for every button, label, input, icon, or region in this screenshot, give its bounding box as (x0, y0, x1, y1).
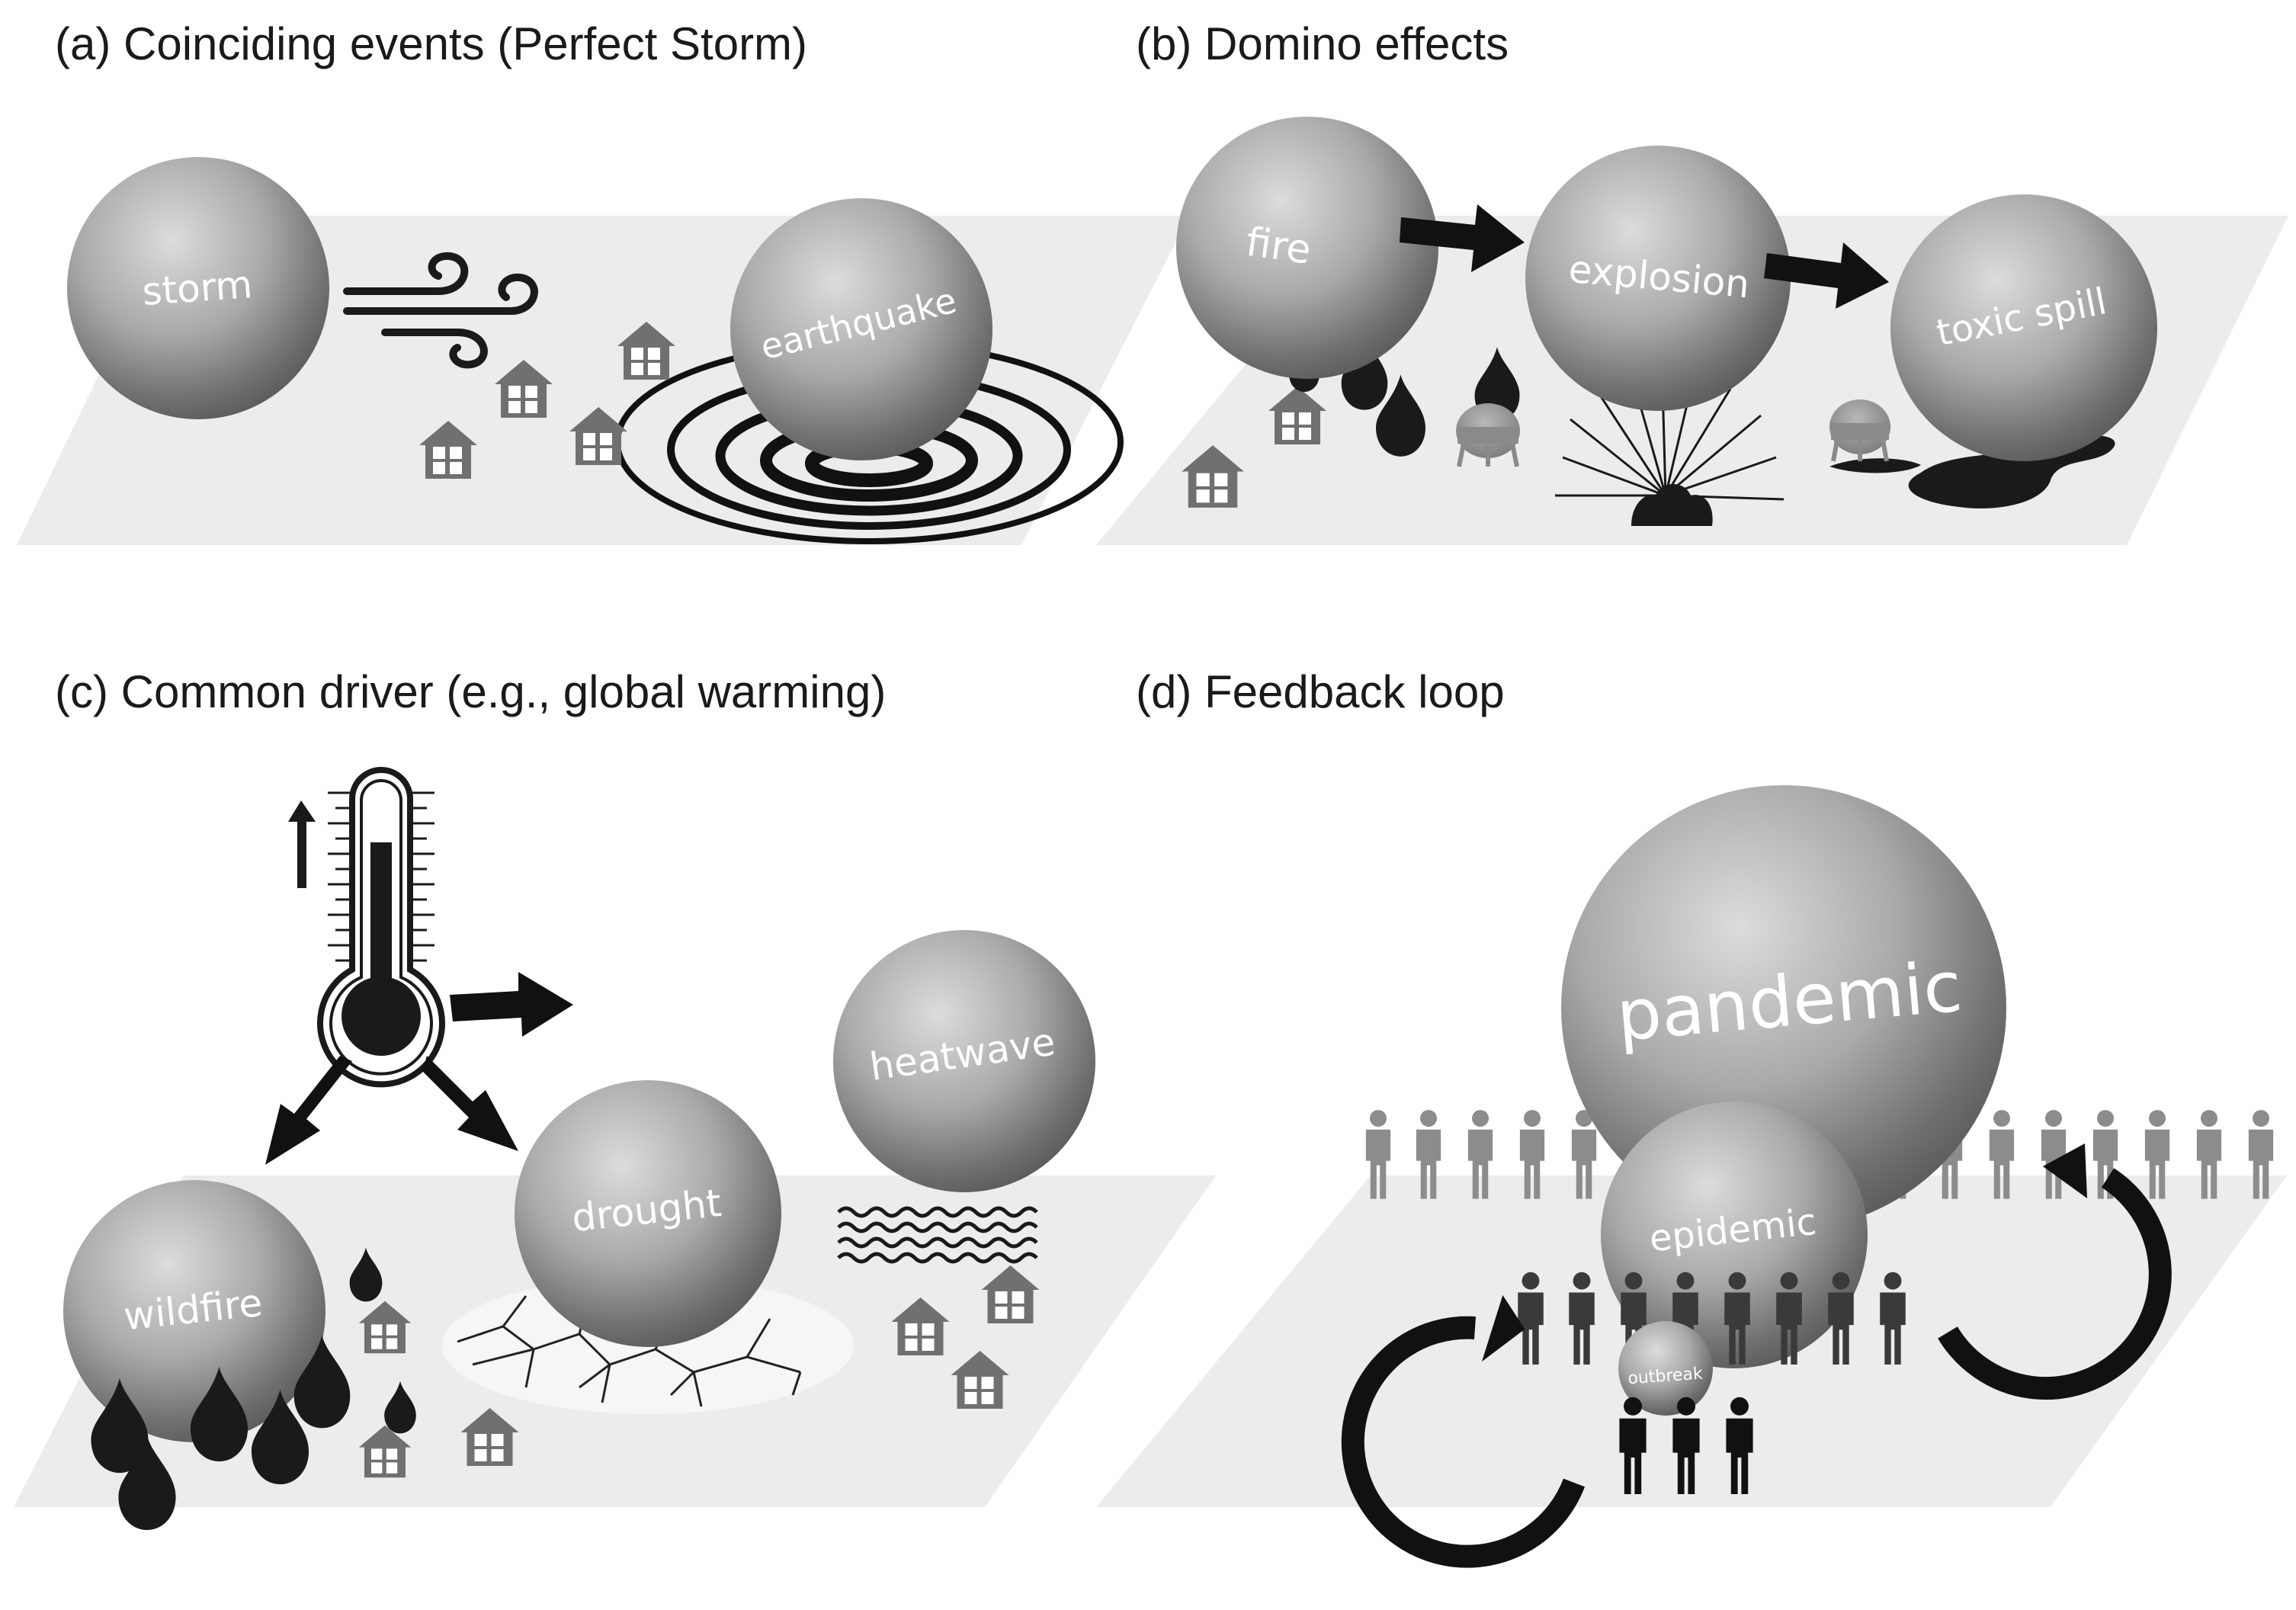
heat-waves-icon (837, 1206, 1038, 1264)
sphere-storm: storm (67, 157, 329, 419)
arrow-icon (450, 972, 573, 1037)
sphere-drought: drought (515, 1080, 781, 1347)
arrow-icon (422, 1056, 518, 1151)
arrow-icon (265, 1056, 352, 1165)
panel-c: (c) Common driver (e.g., global warming) (14, 666, 1216, 1531)
panel-b: (b) Domino effects (1096, 18, 2288, 545)
sphere-label-storm: storm (141, 262, 254, 314)
arrow-icon (1764, 242, 1889, 309)
sphere-toxic-spill: toxic spill (1890, 194, 2157, 461)
feedback-arrow-left-icon (1341, 1295, 1586, 1568)
feedback-arrow-right-icon (1938, 1143, 2172, 1400)
sphere-heatwave: heatwave (833, 930, 1095, 1192)
panel-b-title: (b) Domino effects (1136, 18, 1509, 69)
sphere-earthquake: earthquake (730, 198, 992, 460)
sphere-label-fire: fire (1243, 220, 1314, 274)
sphere-wildfire: wildfire (63, 1180, 325, 1442)
thermometer-icon (288, 767, 445, 1088)
panel-a: (a) Coinciding events (Perfect Storm) st… (17, 18, 1189, 545)
panel-d: (d) Feedback loop pandemic e (1096, 666, 2287, 1568)
storage-tank-icon (1456, 403, 1520, 467)
arrow-icon (1400, 204, 1525, 272)
panel-a-title: (a) Coinciding events (Perfect Storm) (55, 18, 807, 69)
panel-d-title: (d) Feedback loop (1136, 666, 1505, 717)
sphere-outbreak: outbreak (1618, 1321, 1713, 1416)
sphere-explosion: explosion (1525, 146, 1791, 411)
storage-tank-icon (1829, 399, 1890, 462)
sphere-fire: fire (1176, 117, 1438, 379)
wind-icon (343, 252, 538, 369)
panel-c-title: (c) Common driver (e.g., global warming) (55, 666, 886, 717)
